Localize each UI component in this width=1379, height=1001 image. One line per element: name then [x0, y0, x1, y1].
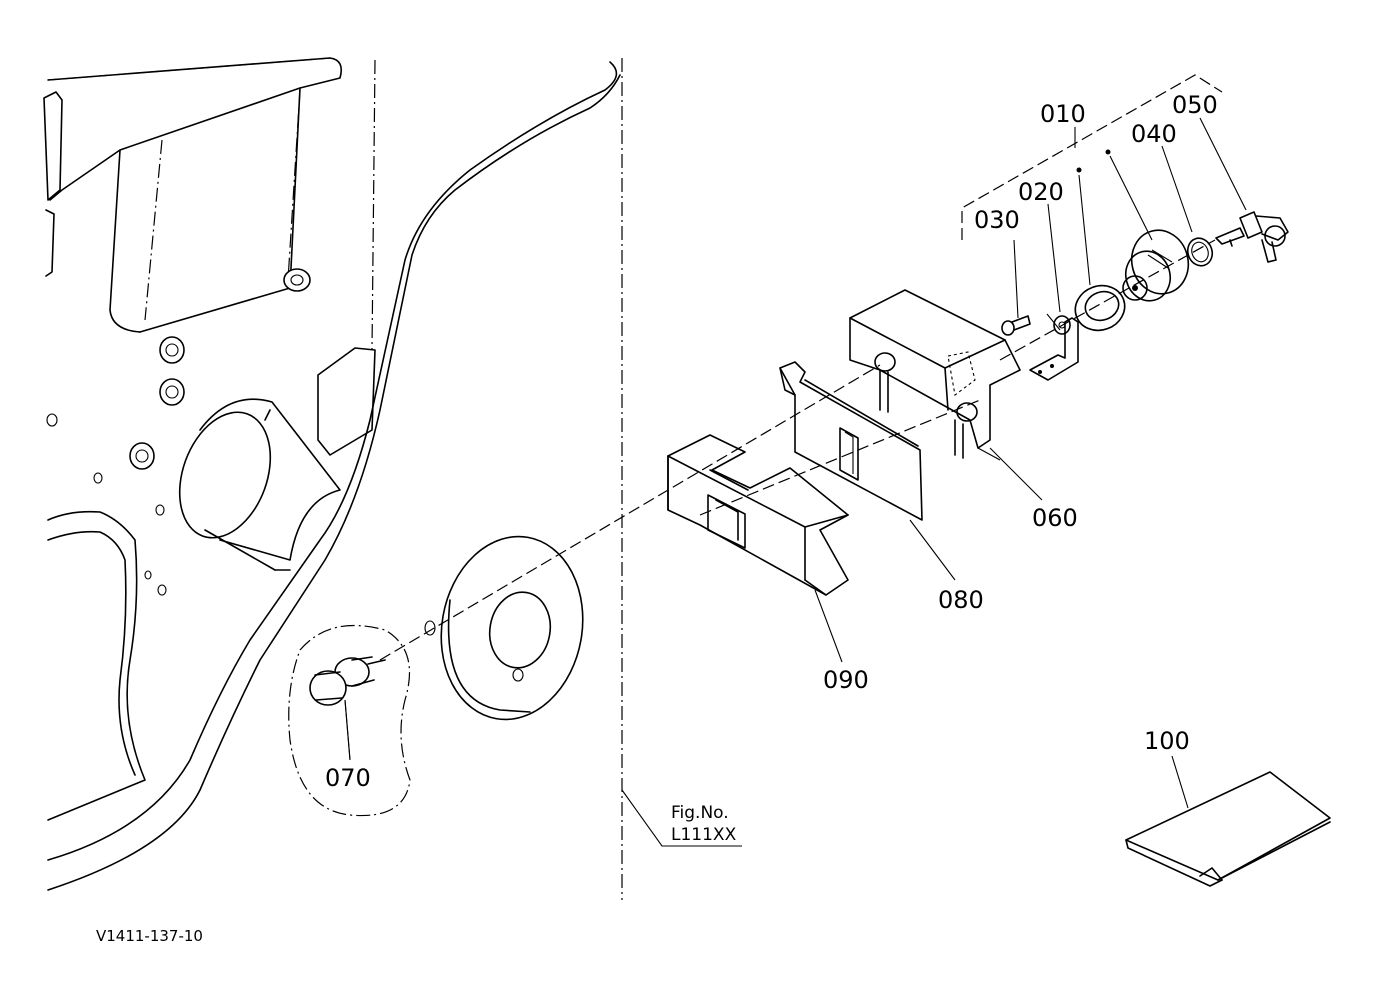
tractor-body-outline: [43, 57, 621, 891]
hex-nut: [159, 378, 185, 406]
part-030-screw: [1001, 315, 1031, 336]
label-010: 010: [1040, 100, 1086, 128]
part-060-housing: [849, 289, 1021, 461]
figure-ref-title: Fig.No.: [671, 803, 729, 823]
label-060: 060: [1032, 504, 1078, 532]
part-040-lock-cylinder: [1105, 149, 1190, 302]
leader-lines: [344, 117, 1247, 809]
part-070-bolt: [288, 624, 411, 817]
disc-plate: [424, 535, 584, 721]
hex-nut: [129, 442, 155, 470]
label-080: 080: [938, 586, 984, 614]
figure-ref-number: L111XX: [671, 825, 737, 845]
label-030: 030: [974, 206, 1020, 234]
ring-seal: [1074, 167, 1126, 332]
figure-ref-leader: [621, 789, 742, 847]
drawing-code: V1411-137-10: [96, 927, 203, 945]
part-100-sheet: [1125, 771, 1331, 887]
label-090: 090: [823, 666, 869, 694]
part-090-bracket: [667, 434, 849, 596]
assembly-line-070: [379, 364, 881, 661]
hex-nut: [283, 268, 311, 292]
group-bracket-010: [961, 74, 1223, 240]
part-020-bracket: [1029, 313, 1079, 381]
hex-nut: [159, 336, 185, 364]
label-020: 020: [1018, 178, 1064, 206]
part-050-keys: [1215, 211, 1289, 263]
label-040: 040: [1131, 120, 1177, 148]
small-ring: [1186, 237, 1214, 267]
assembly-line-lock: [999, 239, 1216, 361]
label-050: 050: [1172, 91, 1218, 119]
label-070: 070: [325, 764, 371, 792]
part-080-plate: [779, 361, 923, 521]
cylinder-boss: [178, 398, 341, 571]
label-100: 100: [1144, 727, 1190, 755]
